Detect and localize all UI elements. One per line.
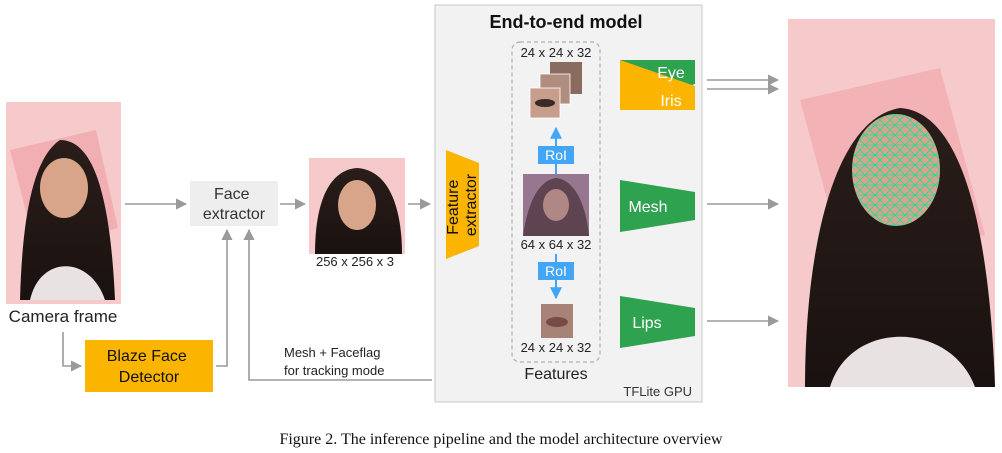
lips-feature-crop xyxy=(541,304,573,338)
iris-label: Iris xyxy=(660,93,681,110)
tflite-gpu-label: TFLite GPU xyxy=(623,384,692,399)
roi-top-box xyxy=(538,146,574,164)
flow-arrows xyxy=(62,74,780,381)
camera-frame-image xyxy=(6,102,121,304)
feedback-label: Mesh + Faceflag for tracking mode xyxy=(284,345,384,378)
mesh-label: Mesh xyxy=(628,199,667,216)
mesh-head-shape xyxy=(620,180,695,232)
pipeline-diagram: Camera frame Blaze Face Detector Face ex… xyxy=(6,4,995,403)
figure-caption: Figure 2. The inference pipeline and the… xyxy=(279,431,723,448)
result-face-mesh-image xyxy=(788,19,995,387)
face-extractor-box xyxy=(190,181,278,226)
features-label: Features xyxy=(524,366,587,383)
lips-head-shape xyxy=(620,296,695,348)
model-title: End-to-end model xyxy=(490,12,643,32)
cropped-face-image xyxy=(309,158,405,254)
features-size-label: 64 x 64 x 32 xyxy=(521,237,592,252)
roi-bottom-box xyxy=(538,262,574,280)
lips-label: Lips xyxy=(632,315,661,332)
eye-crop-size-label: 24 x 24 x 32 xyxy=(521,45,592,60)
roi-top-label: RoI xyxy=(545,147,567,163)
feature-map-image xyxy=(523,174,589,236)
lips-crop-size-label: 24 x 24 x 32 xyxy=(521,340,592,355)
feature-extractor-label: Feature extractor xyxy=(445,173,480,236)
eye-label: Eye xyxy=(657,65,685,82)
camera-frame-label: Camera frame xyxy=(9,307,118,326)
face-extractor-label: Face extractor xyxy=(203,186,266,223)
features-container xyxy=(511,41,601,363)
feature-extractor-shape xyxy=(446,150,479,259)
blaze-face-detector-box xyxy=(85,340,213,392)
eye-feature-crops xyxy=(529,62,582,119)
roi-bottom-label: RoI xyxy=(545,263,567,279)
crop-size-label: 256 x 256 x 3 xyxy=(316,254,394,269)
iris-head-shape xyxy=(620,60,695,110)
blaze-face-detector-label: Blaze Face Detector xyxy=(107,348,192,386)
